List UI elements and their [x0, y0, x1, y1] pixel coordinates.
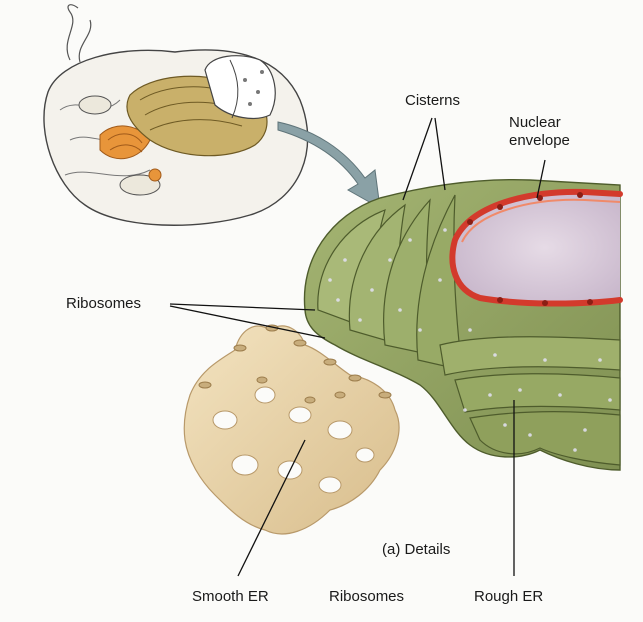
er-sheet — [470, 412, 620, 465]
label-cisterns: Cisterns — [405, 92, 460, 110]
label-nuclear-envelope-line2: envelope — [509, 132, 570, 150]
cell-overview — [44, 5, 308, 225]
flagellum — [67, 5, 78, 60]
label-nuclear-envelope: Nuclear envelope — [509, 114, 570, 150]
flagellum — [79, 20, 91, 62]
mitochondrion — [79, 96, 111, 114]
figure-caption: (a) Details — [382, 541, 450, 559]
leader-cisterns-b — [435, 118, 445, 190]
label-smooth-er: Smooth ER — [192, 588, 269, 606]
label-ribosomes-left: Ribosomes — [66, 295, 141, 313]
label-nuclear-envelope-line1: Nuclear — [509, 114, 570, 132]
er-sheet — [455, 374, 620, 412]
leader-ribosomes-left-a — [170, 304, 315, 310]
label-ribosomes-bottom: Ribosomes — [329, 588, 404, 606]
label-rough-er: Rough ER — [474, 588, 543, 606]
